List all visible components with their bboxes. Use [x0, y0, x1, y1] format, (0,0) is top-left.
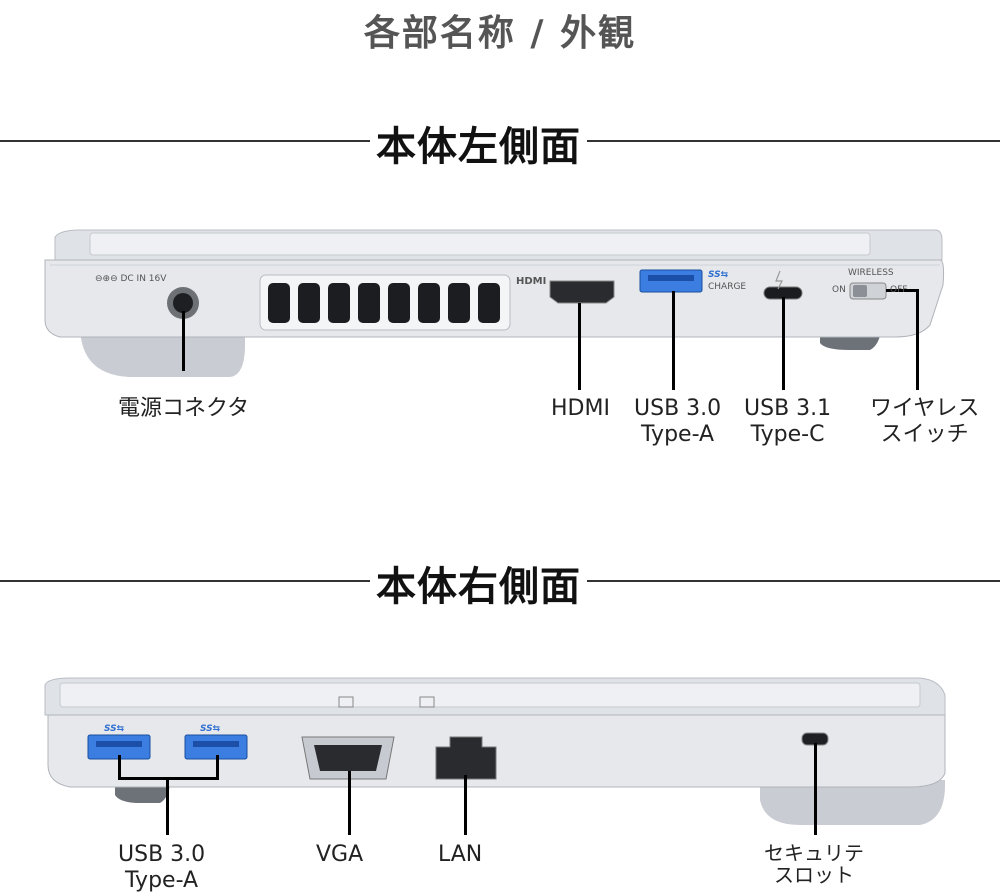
- vga-port-shape: [314, 745, 382, 771]
- vga-icon-mark: [338, 696, 354, 708]
- label-hdmi: HDMI: [551, 396, 610, 421]
- label-usb31-typec: USB 3.1 Type-C: [744, 396, 832, 447]
- leader-usb-down: [166, 777, 169, 835]
- label-lan: LAN: [438, 842, 483, 867]
- dc-jack-hole: [173, 293, 193, 313]
- label-wireless-switch: ワイヤレス スイッチ: [870, 396, 980, 447]
- leader-vga: [348, 771, 351, 835]
- laptop-left-side-image: [44, 229, 945, 390]
- charge-print: CHARGE: [708, 282, 747, 292]
- hdmi-port-shape: [549, 280, 615, 304]
- vent-slots: [268, 283, 500, 323]
- ss-logo-print-1: SS⇆: [104, 724, 125, 734]
- lid-hinge: [89, 232, 871, 256]
- wireless-print: WIRELESS: [848, 268, 894, 278]
- vent-frame: [259, 274, 511, 331]
- label-security-slot: セキュリテ スロット: [764, 841, 864, 887]
- leader-lan: [464, 775, 467, 835]
- section-title-right: 本体右側面: [370, 554, 587, 612]
- label-vga: VGA: [316, 842, 364, 867]
- leader-hdmi: [578, 303, 581, 390]
- leader-security: [814, 743, 817, 835]
- right-foot-rear: [760, 780, 945, 825]
- ss-logo-print: SS⇆: [708, 270, 729, 280]
- leader-usb1-v: [118, 755, 121, 779]
- label-usb30-typea-left: USB 3.0 Type-A: [634, 396, 722, 447]
- leader-power: [182, 311, 185, 371]
- dc-in-print: ⊖⊕⊖ DC IN 16V: [95, 274, 167, 284]
- off-print: OFF: [890, 285, 908, 295]
- label-power-connector: 電源コネクタ: [118, 396, 250, 421]
- lan-port-shape: [435, 736, 497, 780]
- leader-wireless-h: [886, 289, 918, 292]
- section-title-left: 本体左側面: [370, 114, 587, 172]
- on-print: ON: [832, 285, 846, 295]
- thunderbolt-mark: [775, 270, 783, 290]
- label-usb30-typea-right: USB 3.0 Type-A: [118, 842, 206, 893]
- leader-usb30: [672, 291, 675, 390]
- hdmi-logo-print: HDMI: [516, 276, 547, 287]
- lid-hinge-right: [59, 682, 921, 708]
- leader-wireless-v: [916, 289, 919, 390]
- lan-icon-mark: [419, 696, 435, 708]
- leader-usb2-v: [216, 755, 219, 779]
- leader-usb31: [782, 297, 785, 390]
- laptop-right-side-image: [44, 677, 946, 835]
- page-title: 各部名称 / 外観: [363, 13, 637, 54]
- ss-logo-print-2: SS⇆: [200, 724, 221, 734]
- left-foot-front: [80, 325, 245, 377]
